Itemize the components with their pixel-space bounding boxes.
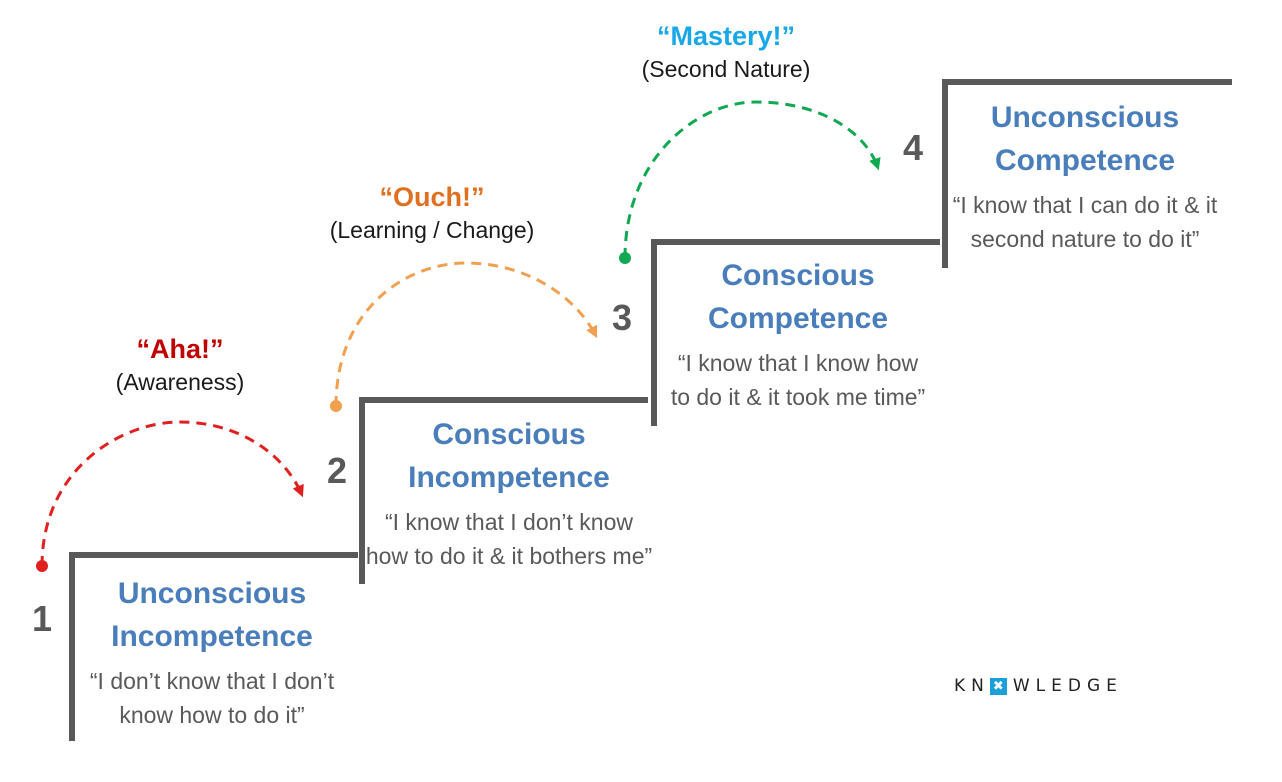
transition-aha: “Aha!” (Awareness)	[80, 334, 280, 396]
stage-title-line2: Incompetence	[111, 620, 313, 653]
stage-1: Unconscious Incompetence “I don’t know t…	[62, 572, 362, 732]
stage-quote-line1: “I don’t know that I don’t	[89, 668, 335, 694]
stage-title-line2: Competence	[994, 144, 1176, 177]
stage-quote-line2: know how to do it”	[119, 702, 305, 728]
stair-step-2	[359, 397, 648, 584]
transition-exclaim: “Ouch!”	[379, 182, 485, 212]
stage-2: Conscious Incompetence “I know that I do…	[359, 413, 659, 573]
stage-quote-line1: “I know that I know how	[677, 350, 919, 376]
stage-quote-line1: “I know that I can do it & it	[952, 192, 1218, 218]
stage-4: Unconscious Competence “I know that I ca…	[945, 96, 1225, 256]
step-number-3: 3	[612, 297, 633, 338]
transition-label: (Awareness)	[115, 369, 245, 395]
transition-mastery: “Mastery!” (Second Nature)	[616, 21, 836, 83]
stage-3: Conscious Competence “I know that I know…	[648, 254, 948, 414]
staircase	[69, 79, 1232, 741]
transition-arrow-mastery	[619, 100, 881, 264]
transition-ouch: “Ouch!” (Learning / Change)	[302, 182, 562, 244]
stage-title-line2: Competence	[707, 302, 889, 335]
stair-step-4	[942, 79, 1232, 268]
transition-arrow-ouch	[330, 261, 598, 412]
transition-arrow-aha	[36, 420, 304, 572]
stage-quote-line2: to do it & it took me time”	[670, 384, 926, 410]
stage-quote-line2: how to do it & it bothers me”	[365, 543, 653, 569]
transition-exclaim: “Mastery!”	[656, 21, 796, 51]
logo-text-end: WLEDGE	[1012, 676, 1123, 696]
step-number-4: 4	[903, 127, 924, 168]
logo-text-start: KN	[954, 676, 990, 696]
stage-title-line1: Unconscious	[117, 577, 307, 610]
transition-label: (Second Nature)	[641, 56, 811, 82]
stage-quote-line2: second nature to do it”	[970, 226, 1200, 252]
stage-title-line1: Conscious	[721, 259, 875, 292]
logo-x-mark-icon: ✖	[989, 677, 1007, 695]
transition-label: (Learning / Change)	[329, 217, 535, 243]
transition-exclaim: “Aha!”	[136, 334, 224, 364]
step-number-1: 1	[32, 598, 53, 639]
stair-step-1	[69, 552, 358, 741]
knowledge-logo: KN ✖ WLEDGE	[954, 676, 1154, 696]
stage-title-line1: Unconscious	[990, 101, 1180, 134]
stage-title-line2: Incompetence	[408, 461, 610, 494]
stair-step-3	[651, 239, 940, 426]
stage-quote-line1: “I know that I don’t know	[384, 509, 633, 535]
step-number-2: 2	[327, 450, 348, 491]
stage-title-line1: Conscious	[432, 418, 586, 451]
